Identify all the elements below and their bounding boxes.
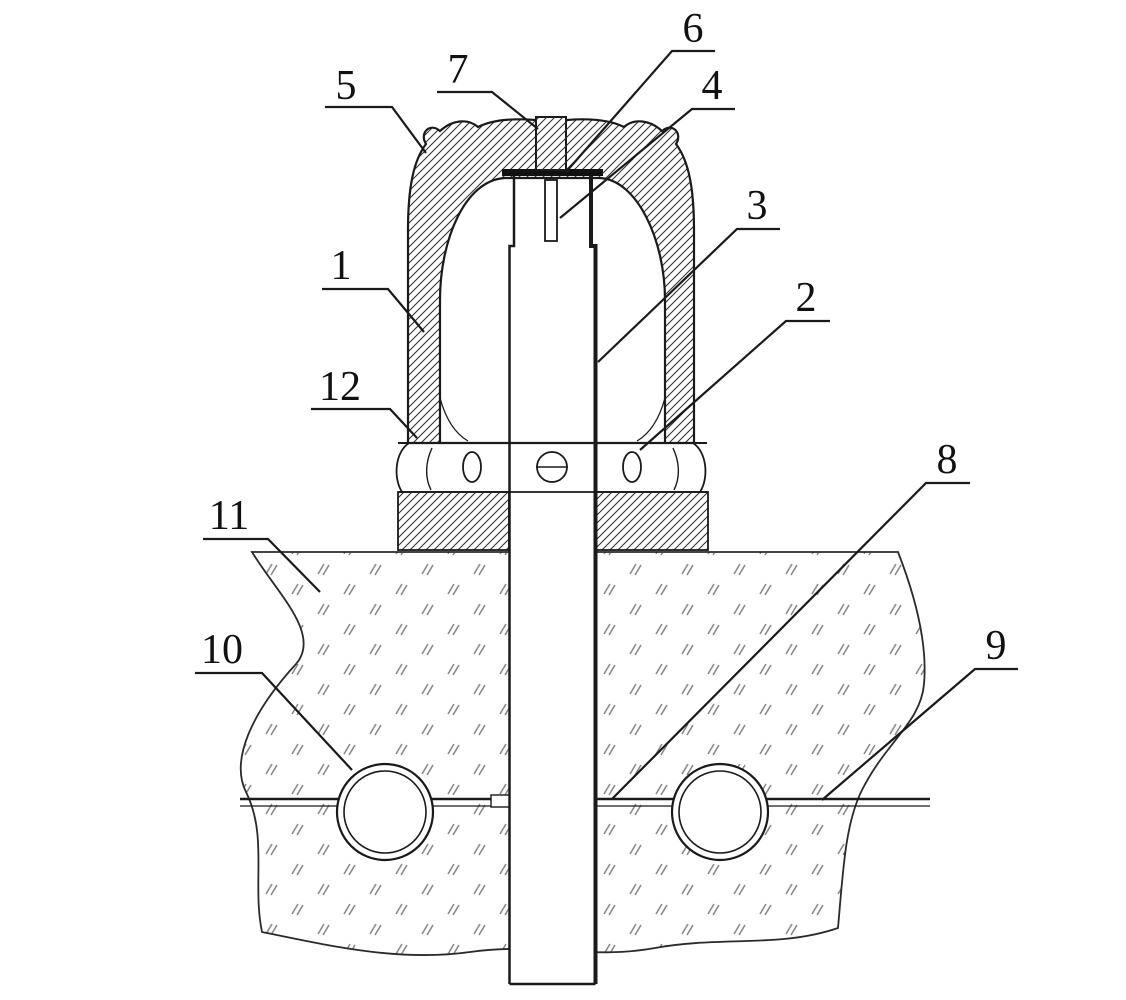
callout-leader-5: [325, 105, 427, 154]
callout-number-10: 10: [201, 627, 243, 673]
seal-port-left: [462, 451, 482, 483]
callout-number-4: 4: [702, 63, 723, 109]
callout-number-2: 2: [796, 275, 817, 321]
callout-leader-2: [639, 319, 830, 451]
flange-left-groove: [425, 447, 433, 491]
cap-plate: [502, 169, 603, 176]
base-block-right: [595, 491, 709, 551]
callout-leader-4: [559, 107, 735, 219]
pipe-wall-right: [589, 176, 598, 984]
center-port: [536, 451, 568, 483]
flange-left-edge: [395, 442, 410, 493]
pipe-wall-left: [508, 176, 516, 984]
callout-number-3: 3: [747, 183, 768, 229]
callout-leader-12: [311, 407, 418, 439]
seal-port-right: [622, 451, 642, 483]
callout-number-11: 11: [209, 493, 249, 539]
bell-left-flare: [439, 397, 469, 442]
callout-leader-10: [195, 671, 353, 771]
callout-number-8: 8: [937, 437, 958, 483]
callout-leader-3: [597, 227, 780, 363]
inner-rod: [544, 179, 558, 242]
center-pipe-bore: [510, 548, 595, 984]
callout-leader-9: [821, 667, 1018, 801]
flange-right-edge: [692, 442, 707, 493]
callout-number-9: 9: [986, 623, 1007, 669]
buried-tube-right: [670, 762, 770, 862]
center-pipe: [490, 176, 598, 986]
callout-number-1: 1: [331, 243, 352, 289]
top-plug: [535, 116, 567, 171]
callout-number-12: 12: [319, 364, 361, 410]
flange-assembly: [395, 442, 709, 551]
callout-leader-8: [611, 481, 970, 800]
base-block-left: [397, 491, 510, 551]
callout-leader-1: [322, 287, 425, 333]
callout-number-5: 5: [336, 63, 357, 109]
callout-number-6: 6: [683, 6, 704, 52]
bell-right-flare: [636, 397, 666, 442]
callout-leader-7: [437, 90, 539, 130]
flange-right-groove: [672, 447, 680, 491]
buried-tube-left: [335, 762, 435, 862]
callout-leader-11: [203, 537, 321, 593]
callout-number-7: 7: [448, 47, 469, 93]
pipe-weld-tab: [490, 794, 510, 808]
callout-leader-6: [565, 49, 715, 173]
